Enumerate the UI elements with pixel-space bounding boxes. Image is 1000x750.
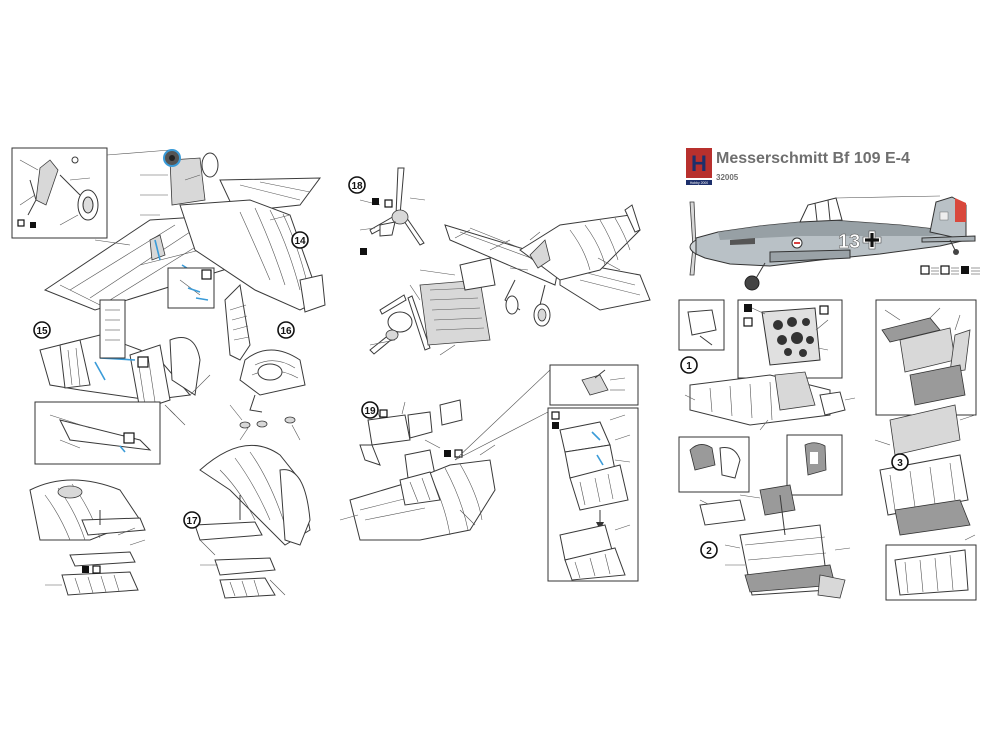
step-number: 19 [364, 406, 376, 417]
fuselage-interior-step3 [874, 299, 977, 601]
step-number: 15 [36, 326, 48, 337]
step-number: 17 [186, 516, 198, 527]
step-number: 16 [280, 326, 292, 337]
step-marker: 3 [891, 453, 909, 471]
step-marker: 15 [33, 321, 51, 339]
step-number: 3 [897, 458, 903, 469]
step-marker: 17 [183, 511, 201, 529]
brand-logo: H Hobby 2000 [686, 148, 712, 185]
step-marker: 2 [700, 541, 718, 559]
step-marker: 16 [277, 321, 295, 339]
step-marker: 19 [361, 401, 379, 419]
canopy-detail-box [547, 407, 639, 582]
canopy-assembly-step19 [339, 399, 496, 541]
legend-block [920, 265, 980, 275]
tail-assembly-step15 [39, 299, 211, 426]
page-title: Messerschmitt Bf 109 E-4 [716, 150, 910, 167]
brand-logo-name: Hobby 2000 [690, 181, 708, 185]
step-marker: 18 [348, 176, 366, 194]
step-marker: 1 [680, 356, 698, 374]
propeller-engine-step18 [359, 167, 496, 356]
wing-assembly-step14 [43, 149, 326, 313]
step-number: 1 [686, 361, 692, 372]
aircraft-top-assembly [444, 204, 651, 327]
lower-fuselage-left [29, 479, 146, 596]
step-marker: 14 [291, 231, 309, 249]
seat-assembly-step2 [678, 434, 851, 599]
aircraft-number: 13 [838, 231, 860, 253]
step-number: 18 [351, 181, 363, 192]
step-number: 2 [706, 546, 712, 557]
elevator-detail-box [34, 401, 161, 465]
brand-logo-letter: H [691, 151, 707, 176]
step-number: 14 [294, 236, 306, 247]
rudder-assembly-step16 [224, 283, 306, 441]
antenna-detail-box [549, 364, 639, 406]
aircraft-profile: 13 [689, 195, 976, 291]
wheel-detail-box [11, 147, 108, 239]
cockpit-panel-step1 [678, 299, 856, 431]
rear-fuselage-step17 [194, 444, 311, 599]
product-code: 32005 [716, 173, 739, 182]
